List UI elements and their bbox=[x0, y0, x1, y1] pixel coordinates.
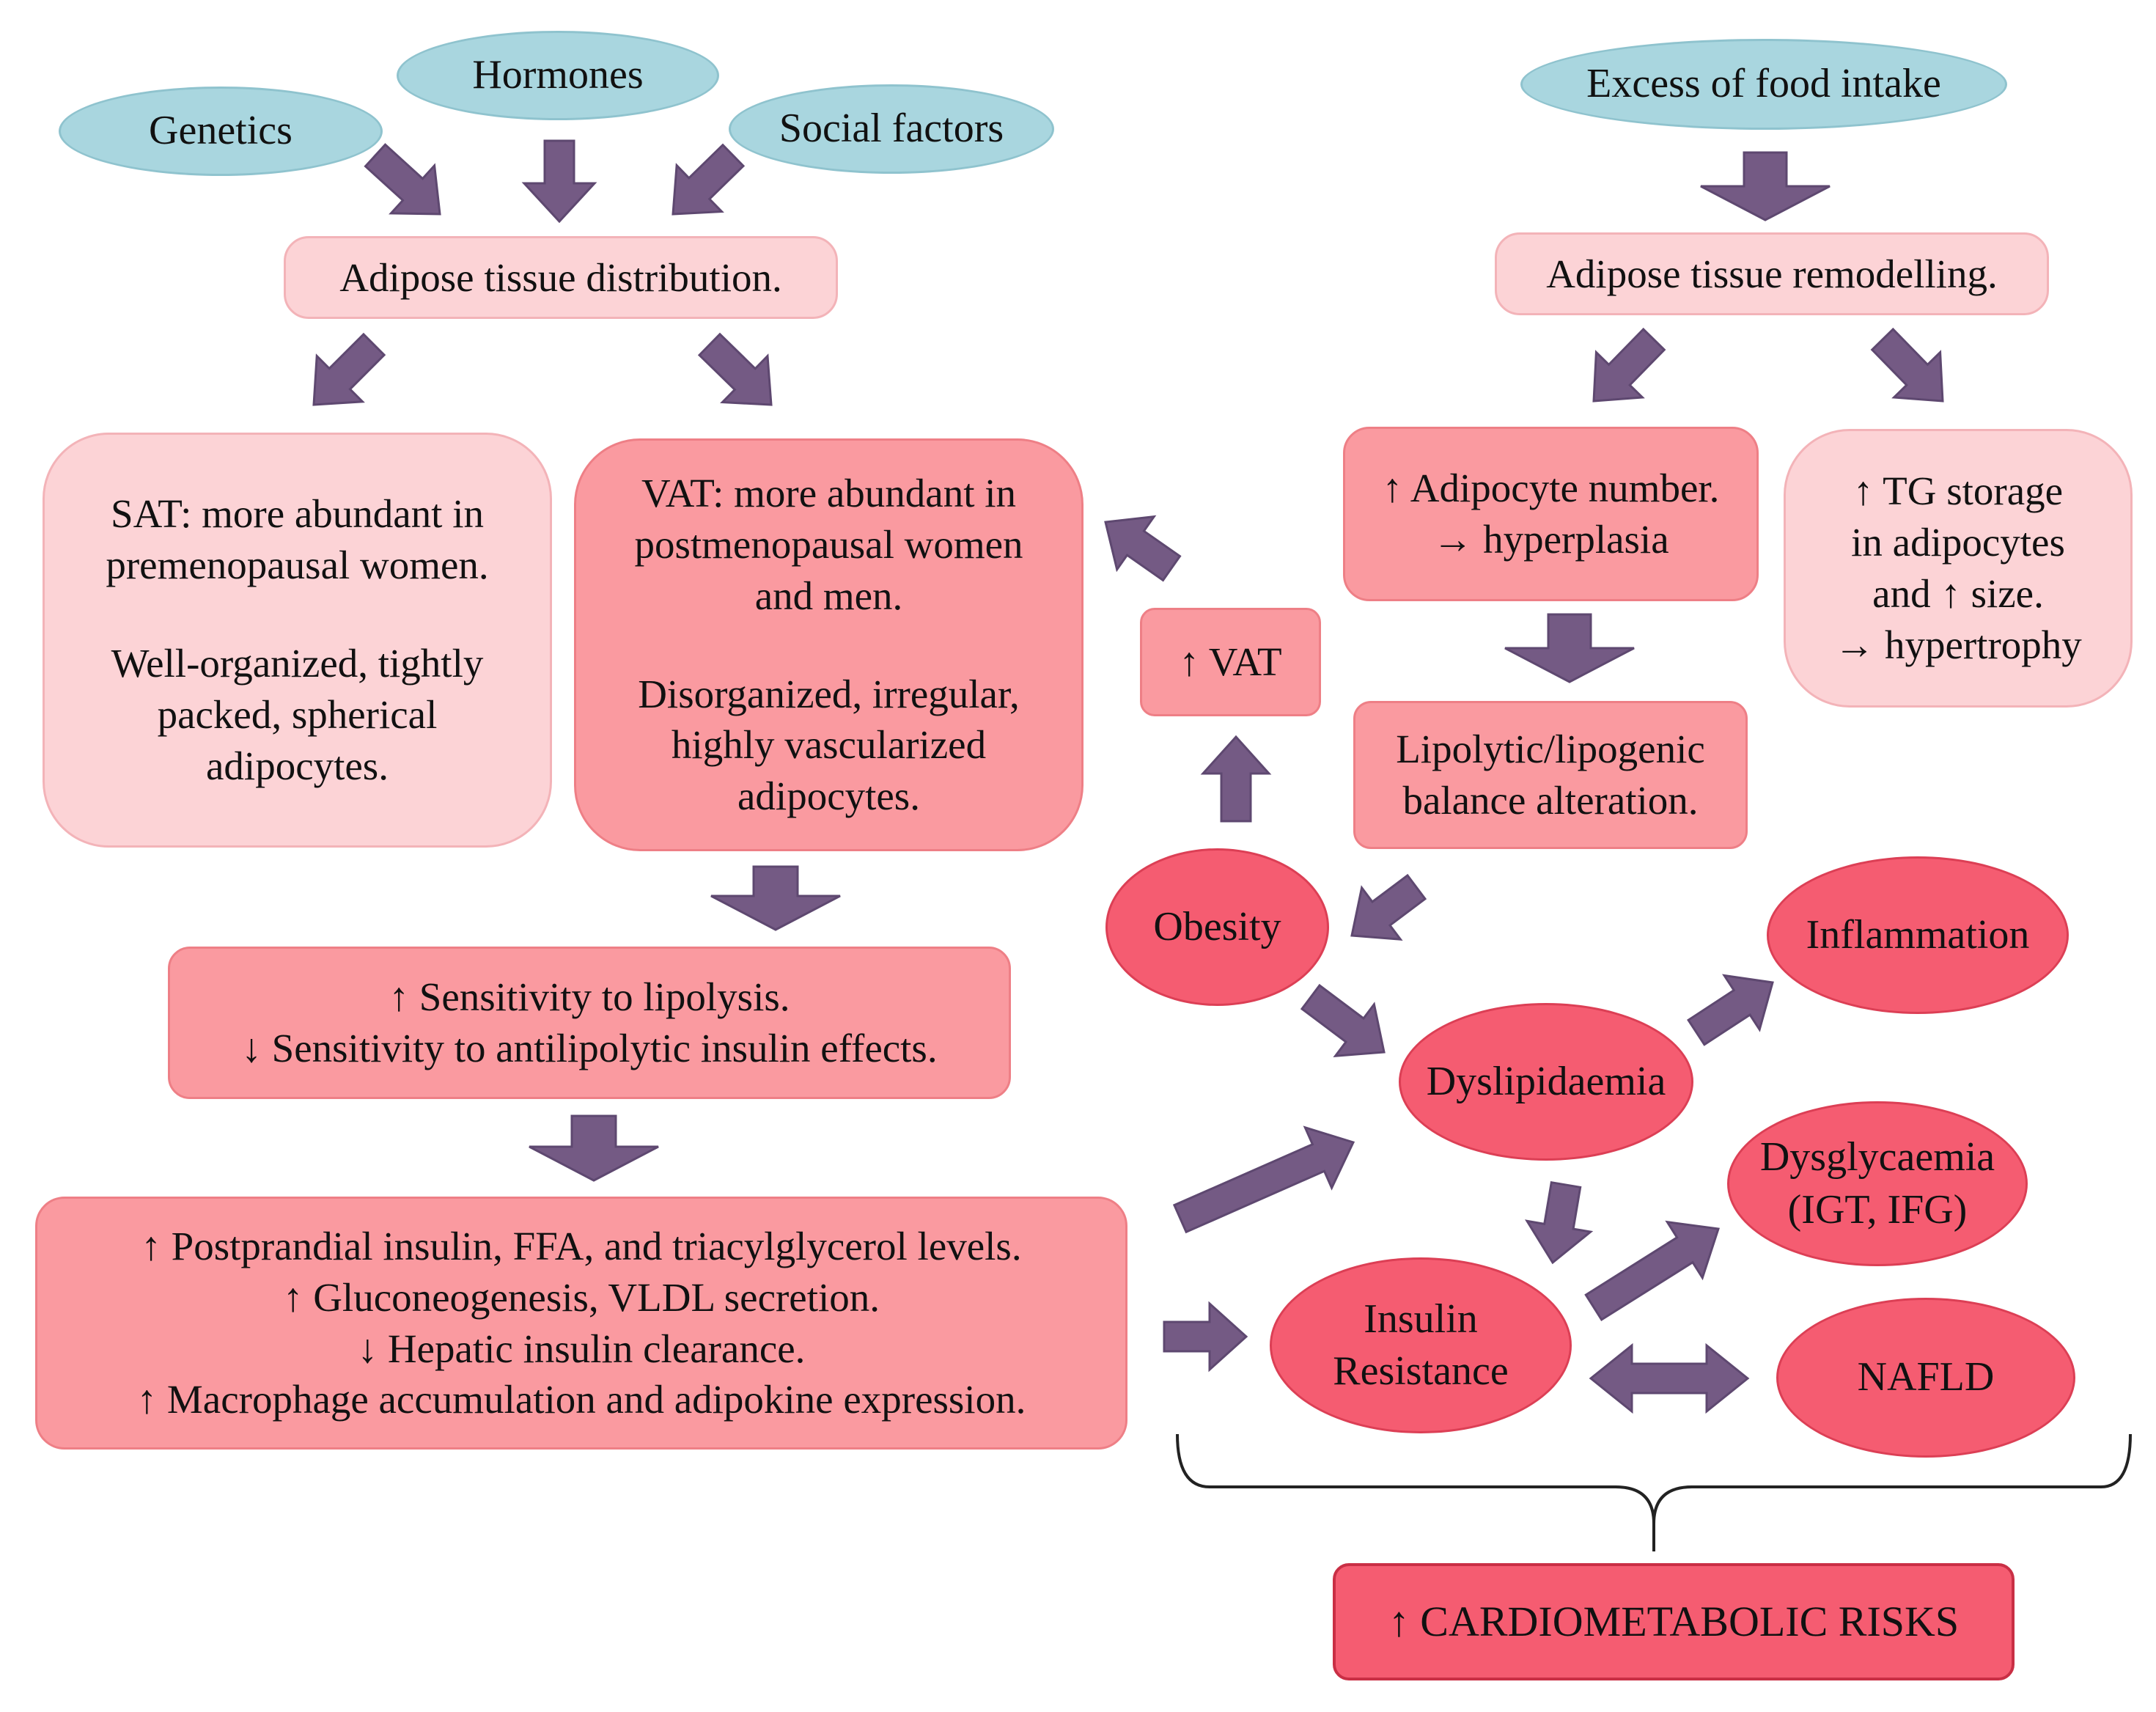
hormones-label: Hormones bbox=[472, 52, 644, 98]
arrow-sensitivity-to-effects bbox=[529, 1114, 659, 1182]
sat-line-5: adipocytes. bbox=[206, 743, 389, 788]
arrow-effects-to-insulin bbox=[1163, 1301, 1248, 1373]
vat-line-5: highly vascularized bbox=[671, 722, 987, 768]
sat-line-3: Well-organized, tightly bbox=[111, 641, 484, 686]
tg-storage-line-2: in adipocytes bbox=[1851, 520, 2065, 565]
insulin-resistance-line-1: Insulin bbox=[1364, 1296, 1478, 1342]
sat-line-2: premenopausal women. bbox=[106, 543, 489, 588]
arrow-obesity-to-vat-increase bbox=[1200, 735, 1272, 823]
adipose-distribution-label: Adipose tissue distribution. bbox=[339, 254, 782, 300]
tg-storage-line-3: and ↑ size. bbox=[1872, 571, 2044, 616]
vat-line-1: VAT: more abundant in bbox=[641, 470, 1017, 515]
cardiometabolic-risks-label: ↑ CARDIOMETABOLIC RISKS bbox=[1388, 1598, 1960, 1646]
vat-line-3: and men. bbox=[754, 573, 903, 618]
effects-line-4: ↑ Macrophage accumulation and adipokine … bbox=[136, 1377, 1026, 1422]
arrow-adipocyte-number-to-lipolytic bbox=[1504, 613, 1635, 683]
arrow-genetics-to-distribution bbox=[364, 143, 441, 216]
lipolytic-line-2: balance alteration. bbox=[1402, 778, 1699, 823]
tg-storage-line-4: → hypertrophy bbox=[1834, 622, 2082, 667]
arrow-vat-tree-to-sensitivity bbox=[710, 865, 841, 931]
sat-line-1: SAT: more abundant in bbox=[111, 491, 484, 537]
node-nafld: NAFLD bbox=[1776, 1298, 2075, 1458]
node-excess-food-intake: Excess of food intake bbox=[1520, 39, 2007, 130]
arrow-insulin-to-dysglycaemia bbox=[1584, 1220, 1720, 1321]
sensitivity-line-1: ↑ Sensitivity to lipolysis. bbox=[389, 974, 790, 1020]
arrow-obesity-to-dyslipidaemia bbox=[1300, 983, 1386, 1057]
node-sensitivity: ↑ Sensitivity to lipolysis. ↓ Sensitivit… bbox=[168, 947, 1011, 1099]
node-metabolic-effects: ↑ Postprandial insulin, FFA, and triacyl… bbox=[35, 1197, 1127, 1450]
adipocyte-number-line-1: ↑ Adipocyte number. bbox=[1382, 466, 1720, 511]
vat-line-2: postmenopausal women bbox=[634, 521, 1023, 567]
node-vat-increase: ↑ VAT bbox=[1140, 608, 1321, 716]
arrow-hormones-to-distribution bbox=[521, 139, 597, 224]
arrow-distribution-to-sat bbox=[312, 332, 386, 406]
insulin-resistance-line-2: Resistance bbox=[1333, 1348, 1509, 1394]
adipocyte-number-line-2: → hyperplasia bbox=[1432, 517, 1669, 562]
sat-line-4: packed, spherical bbox=[157, 691, 438, 737]
nafld-label: NAFLD bbox=[1857, 1354, 1995, 1400]
arrow-remodelling-to-tg-storage bbox=[1870, 327, 1944, 403]
effects-line-2: ↑ Gluconeogenesis, VLDL secretion. bbox=[282, 1274, 880, 1320]
social-factors-label: Social factors bbox=[779, 106, 1004, 152]
node-vat: VAT: more abundant in postmenopausal wom… bbox=[574, 438, 1083, 851]
node-tg-storage: ↑ TG storage in adipocytes and ↑ size. →… bbox=[1784, 429, 2133, 708]
arrow-vat-increase-to-vat bbox=[1104, 515, 1182, 582]
arrow-lipolytic-to-obesity bbox=[1350, 873, 1427, 941]
lipolytic-line-1: Lipolytic/lipogenic bbox=[1396, 727, 1705, 772]
node-social-factors: Social factors bbox=[729, 84, 1054, 174]
arrow-distribution-to-vat bbox=[697, 332, 773, 406]
excess-food-intake-label: Excess of food intake bbox=[1586, 61, 1941, 107]
arrow-remodelling-to-adipocyte-number bbox=[1592, 327, 1666, 403]
obesity-label: Obesity bbox=[1153, 903, 1281, 949]
effects-line-1: ↑ Postprandial insulin, FFA, and triacyl… bbox=[141, 1223, 1022, 1268]
arrow-social-to-distribution bbox=[672, 143, 746, 216]
inflammation-label: Inflammation bbox=[1806, 911, 2030, 958]
node-obesity: Obesity bbox=[1105, 848, 1329, 1006]
node-sat: SAT: more abundant in premenopausal wome… bbox=[43, 433, 552, 848]
node-lipolytic-balance: Lipolytic/lipogenic balance alteration. bbox=[1353, 701, 1748, 849]
node-insulin-resistance: Insulin Resistance bbox=[1270, 1257, 1572, 1433]
adipose-remodelling-label: Adipose tissue remodelling. bbox=[1546, 251, 1998, 296]
node-adipose-distribution: Adipose tissue distribution. bbox=[284, 236, 838, 319]
node-inflammation: Inflammation bbox=[1767, 856, 2069, 1014]
node-cardiometabolic-risks: ↑ CARDIOMETABOLIC RISKS bbox=[1333, 1563, 2015, 1680]
arrow-food-to-remodelling bbox=[1700, 151, 1831, 221]
node-genetics: Genetics bbox=[59, 87, 383, 176]
vat-line-4: Disorganized, irregular, bbox=[638, 671, 1020, 716]
node-hormones: Hormones bbox=[397, 31, 719, 120]
tg-storage-line-1: ↑ TG storage bbox=[1853, 469, 2064, 514]
arrow-dyslipidaemia-to-inflammation bbox=[1687, 974, 1774, 1046]
arrow-effects-to-dyslipidaemia bbox=[1172, 1125, 1355, 1234]
node-adipose-remodelling: Adipose tissue remodelling. bbox=[1495, 232, 2049, 315]
genetics-label: Genetics bbox=[149, 108, 293, 154]
vat-increase-label: ↑ VAT bbox=[1179, 639, 1282, 685]
effects-line-3: ↓ Hepatic insulin clearance. bbox=[357, 1326, 806, 1371]
node-dyslipidaemia: Dyslipidaemia bbox=[1399, 1003, 1693, 1161]
node-adipocyte-number: ↑ Adipocyte number. → hyperplasia bbox=[1343, 427, 1759, 601]
sensitivity-line-2: ↓ Sensitivity to antilipolytic insulin e… bbox=[241, 1026, 938, 1070]
arrow-insulin-nafld-bidirectional bbox=[1589, 1342, 1750, 1414]
vat-line-6: adipocytes. bbox=[737, 774, 920, 819]
arrow-dyslipidaemia-to-insulin bbox=[1524, 1180, 1594, 1265]
dyslipidaemia-label: Dyslipidaemia bbox=[1426, 1058, 1666, 1104]
dysglycaemia-line-1: Dysglycaemia bbox=[1759, 1134, 1995, 1180]
node-dysglycaemia: Dysglycaemia (IGT, IFG) bbox=[1727, 1101, 2028, 1266]
dysglycaemia-line-2: (IGT, IFG) bbox=[1787, 1186, 1968, 1232]
